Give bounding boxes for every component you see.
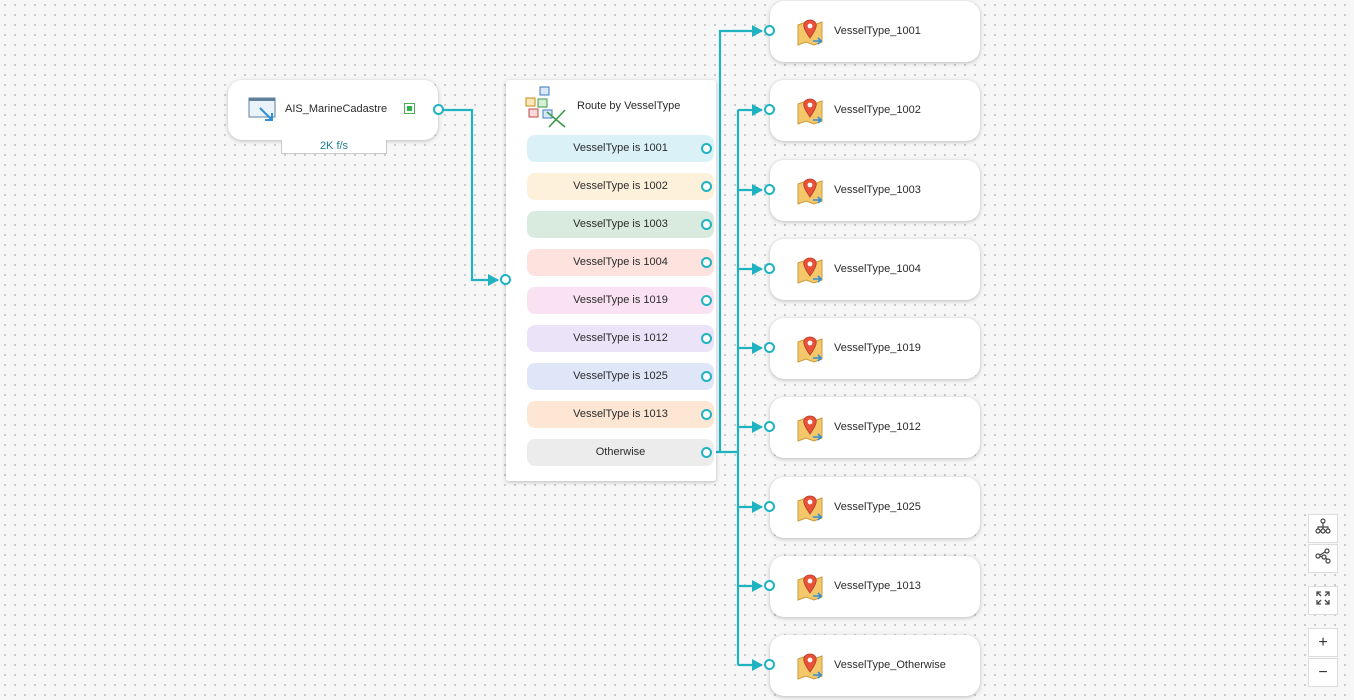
output-input-port[interactable] (764, 104, 775, 115)
tree-layout-button[interactable] (1308, 514, 1338, 543)
route-condition[interactable]: VesselType is 1004 (527, 249, 714, 276)
output-name: VesselType_1004 (834, 263, 921, 275)
zoom-in-icon: + (1318, 633, 1328, 651)
connector-arrowhead (752, 184, 763, 196)
route-condition[interactable]: VesselType is 1013 (527, 401, 714, 428)
output-input-port[interactable] (764, 263, 775, 274)
map-pin-layer-icon (796, 334, 824, 364)
source-rate: 2K f/s (281, 140, 387, 154)
route-condition[interactable]: VesselType is 1003 (527, 211, 714, 238)
condition-output-port[interactable] (701, 219, 712, 230)
condition-output-port[interactable] (701, 295, 712, 306)
condition-output-port[interactable] (701, 143, 712, 154)
feed-source-icon (248, 97, 276, 123)
output-input-port[interactable] (764, 342, 775, 353)
connector-arrowhead (752, 104, 763, 116)
connector-arrowhead (752, 263, 763, 275)
route-condition[interactable]: VesselType is 1019 (527, 287, 714, 314)
router-to-first-output-connector (718, 29, 762, 452)
source-status-indicator (404, 103, 415, 114)
connector-arrowhead (488, 274, 499, 286)
route-condition[interactable]: VesselType is 1012 (527, 325, 714, 352)
connector-arrowhead (752, 421, 763, 433)
map-pin-layer-icon (796, 651, 824, 681)
output-name: VesselType_Otherwise (834, 659, 946, 671)
output-node[interactable]: VesselType_1025 (770, 477, 980, 538)
tree-layout-icon (1315, 518, 1331, 539)
fit-to-screen-icon (1315, 590, 1331, 611)
output-name: VesselType_1025 (834, 501, 921, 513)
output-node[interactable]: VesselType_1012 (770, 397, 980, 458)
source-to-router-connector (442, 108, 498, 282)
connector-arrowhead (752, 25, 763, 37)
condition-output-port[interactable] (701, 257, 712, 268)
output-name: VesselType_1012 (834, 421, 921, 433)
source-name: AIS_MarineCadastre (285, 103, 388, 115)
output-node[interactable]: VesselType_1013 (770, 556, 980, 617)
condition-output-port[interactable] (701, 447, 712, 458)
output-input-port[interactable] (764, 184, 775, 195)
condition-output-port[interactable] (701, 181, 712, 192)
output-node[interactable]: VesselType_1001 (770, 1, 980, 62)
condition-output-port[interactable] (701, 371, 712, 382)
output-node[interactable]: VesselType_1004 (770, 239, 980, 300)
output-name: VesselType_1002 (834, 104, 921, 116)
map-pin-layer-icon (796, 96, 824, 126)
zoom-out-button[interactable]: − (1308, 658, 1338, 687)
router-title: Route by VesselType (577, 100, 681, 112)
condition-output-port[interactable] (701, 409, 712, 420)
output-input-port[interactable] (764, 659, 775, 670)
output-input-port[interactable] (764, 421, 775, 432)
output-node[interactable]: VesselType_1002 (770, 80, 980, 141)
route-condition[interactable]: VesselType is 1002 (527, 173, 714, 200)
output-input-port[interactable] (764, 580, 775, 591)
connector-arrowhead (752, 580, 763, 592)
output-name: VesselType_1019 (834, 342, 921, 354)
route-split-icon (525, 86, 567, 128)
map-pin-layer-icon (796, 493, 824, 523)
map-pin-layer-icon (796, 17, 824, 47)
graph-layout-button[interactable] (1308, 544, 1338, 573)
route-condition[interactable]: Otherwise (527, 439, 714, 466)
output-name: VesselType_1001 (834, 25, 921, 37)
output-node[interactable]: VesselType_Otherwise (770, 635, 980, 696)
graph-layout-icon (1315, 548, 1331, 569)
source-node[interactable]: AIS_MarineCadastre (228, 80, 438, 140)
output-input-port[interactable] (764, 25, 775, 36)
zoom-out-icon: − (1318, 663, 1328, 681)
map-pin-layer-icon (796, 413, 824, 443)
connector-arrowhead (752, 501, 763, 513)
route-condition[interactable]: VesselType is 1001 (527, 135, 714, 162)
map-pin-layer-icon (796, 255, 824, 285)
output-name: VesselType_1013 (834, 580, 921, 592)
source-output-port[interactable] (433, 104, 444, 115)
zoom-in-button[interactable]: + (1308, 628, 1338, 657)
fit-to-screen-button[interactable] (1308, 586, 1338, 615)
output-input-port[interactable] (764, 501, 775, 512)
output-node[interactable]: VesselType_1019 (770, 318, 980, 379)
map-pin-layer-icon (796, 176, 824, 206)
map-pin-layer-icon (796, 572, 824, 602)
output-node[interactable]: VesselType_1003 (770, 160, 980, 221)
connector-arrowhead (752, 659, 763, 671)
output-name: VesselType_1003 (834, 184, 921, 196)
router-input-port[interactable] (500, 274, 511, 285)
condition-output-port[interactable] (701, 333, 712, 344)
route-condition[interactable]: VesselType is 1025 (527, 363, 714, 390)
connector-arrowhead (752, 342, 763, 354)
